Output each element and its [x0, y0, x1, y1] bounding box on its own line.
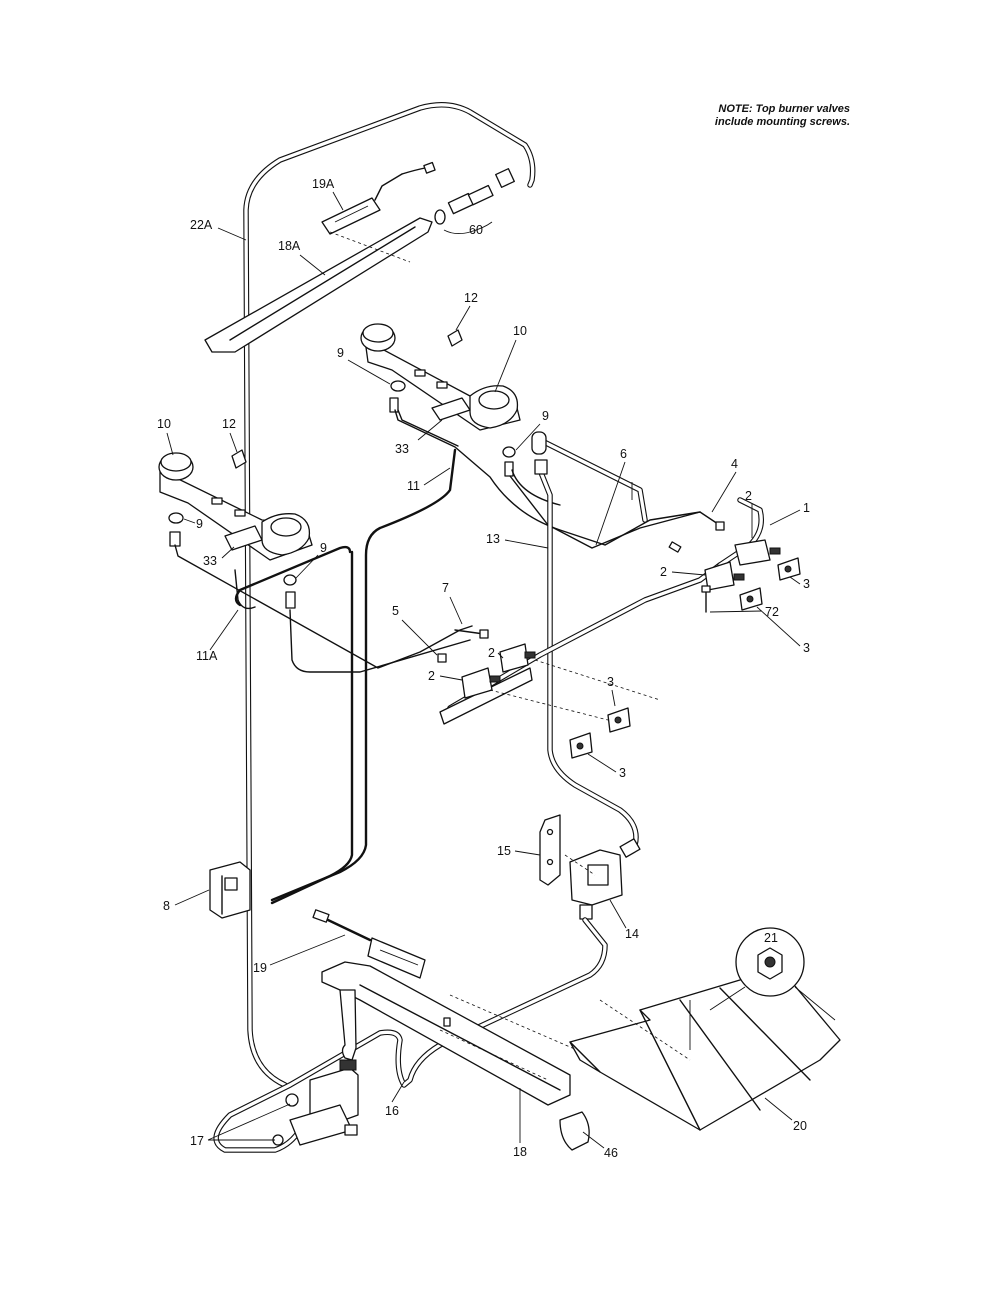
callout-2-d: 2 — [428, 669, 435, 683]
callout-60: 60 — [469, 223, 483, 237]
nut-21-inset — [709, 927, 836, 1021]
note-line-1: NOTE: Top burner valves — [718, 103, 850, 115]
burner-valves-2 — [461, 539, 781, 699]
callout-19a: 19A — [312, 177, 335, 191]
oven-burner-18 — [321, 961, 601, 1106]
screw-72 — [701, 585, 711, 613]
callout-11a: 11A — [196, 649, 218, 663]
clip-46 — [559, 1111, 590, 1151]
callout-18a: 18A — [278, 239, 301, 253]
oven-gas-tube-22a — [243, 102, 536, 1088]
oven-supply-tube-13 — [534, 459, 641, 858]
callout-14: 14 — [625, 927, 639, 941]
part-8-block — [209, 861, 251, 919]
callout-9-b: 9 — [542, 409, 549, 423]
callout-22a: 22A — [190, 218, 213, 232]
top-burner-rear-set — [360, 323, 521, 477]
burner-supply-tubes — [174, 409, 725, 673]
callout-21: 21 — [764, 931, 778, 945]
callout-16: 16 — [385, 1104, 399, 1118]
callout-3-a: 3 — [803, 577, 810, 591]
callout-17: 17 — [190, 1134, 204, 1148]
callout-33-b: 33 — [203, 554, 217, 568]
broil-burner-18a — [204, 217, 433, 353]
callout-3-c: 3 — [607, 675, 614, 689]
callout-12-b: 12 — [222, 417, 236, 431]
oven-tube-16 — [213, 917, 608, 1153]
callout-4: 4 — [731, 457, 738, 471]
callout-10-b: 10 — [157, 417, 171, 431]
callout-7: 7 — [442, 581, 449, 595]
valve-brackets-3 — [489, 557, 801, 759]
broil-igniter-19a — [321, 161, 436, 235]
callout-18: 18 — [513, 1145, 527, 1159]
callout-13: 13 — [486, 532, 500, 546]
callout-12-a: 12 — [464, 291, 478, 305]
diagram-note: NOTE: Top burner valves include mounting… — [620, 103, 850, 129]
callout-1: 1 — [803, 501, 810, 515]
callout-11: 11 — [407, 479, 420, 493]
callout-72: 72 — [765, 605, 779, 619]
top-burner-front-set — [158, 449, 313, 609]
callout-labels: 1 2 2 2 2 3 3 3 3 4 5 6 7 8 9 9 9 9 — [157, 177, 810, 1160]
callout-9-a: 9 — [337, 346, 344, 360]
spark-fitting-60 — [434, 184, 494, 235]
callout-3-b: 3 — [803, 641, 810, 655]
callout-33-a: 33 — [395, 442, 409, 456]
regulator-14 — [564, 849, 623, 920]
oven-baffle-20 — [569, 967, 841, 1131]
callout-8: 8 — [163, 899, 170, 913]
callout-9-d: 9 — [320, 541, 327, 555]
callout-46: 46 — [604, 1146, 618, 1160]
oven-valve-17 — [272, 1059, 359, 1146]
oven-igniter-19 — [312, 909, 426, 979]
callout-6: 6 — [620, 447, 627, 461]
callout-9-c: 9 — [196, 517, 203, 531]
bracket-15 — [539, 814, 561, 886]
callout-20: 20 — [793, 1119, 807, 1133]
callout-10-a: 10 — [513, 324, 527, 338]
callout-5: 5 — [392, 604, 399, 618]
callout-2-c: 2 — [488, 646, 495, 660]
callout-2-b: 2 — [660, 565, 667, 579]
callout-3-d: 3 — [619, 766, 626, 780]
oven-thermocouple-11 — [234, 448, 457, 905]
note-line-2: include mounting screws. — [714, 116, 850, 128]
callout-19: 19 — [253, 961, 267, 975]
callout-15: 15 — [497, 844, 511, 858]
callout-2-a: 2 — [745, 489, 752, 503]
